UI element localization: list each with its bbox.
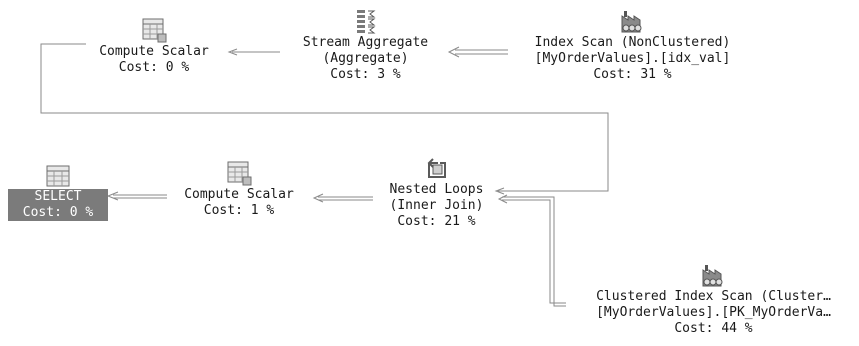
node-cost: Cost: 0 % xyxy=(8,205,108,221)
node-cost: Cost: 21 % xyxy=(397,214,476,229)
node-label: Nested Loops xyxy=(389,182,484,197)
select-icon xyxy=(46,165,70,187)
node-cost: Cost: 1 % xyxy=(203,203,275,218)
nested-loops-icon xyxy=(427,158,446,178)
node-clustered-index-scan[interactable]: Clustered Index Scan (Cluster… [MyOrderV… xyxy=(568,262,859,337)
node-select[interactable]: SELECT Cost: 0 % xyxy=(8,164,108,221)
node-label: Clustered Index Scan (Cluster… xyxy=(596,289,831,304)
node-compute-scalar-bottom[interactable]: Compute Scalar Cost: 1 % xyxy=(169,160,309,219)
node-index-scan[interactable]: Index Scan (NonClustered) [MyOrderValues… xyxy=(510,8,755,83)
arrow-compute-scalar-to-select xyxy=(106,191,167,201)
node-cost: Cost: 44 % xyxy=(674,321,753,336)
node-stream-aggregate[interactable]: Stream Aggregate (Aggregate) Cost: 3 % xyxy=(288,8,443,83)
clustered-index-scan-icon xyxy=(702,265,722,287)
node-compute-scalar-top[interactable]: Compute Scalar Cost: 0 % xyxy=(84,17,224,76)
compute-scalar-icon xyxy=(142,18,167,43)
node-label: Stream Aggregate xyxy=(302,35,429,50)
node-cost: Cost: 3 % xyxy=(330,67,401,82)
node-nested-loops[interactable]: Nested Loops (Inner Join) Cost: 21 % xyxy=(374,153,499,230)
node-sublabel: (Aggregate) xyxy=(322,51,409,66)
node-label: Index Scan (NonClustered) xyxy=(534,35,731,50)
node-sublabel: [MyOrderValues].[idx_val] xyxy=(534,51,731,66)
node-label: SELECT xyxy=(8,189,108,205)
arrow-clustered-scan-to-nested-loops xyxy=(497,194,566,307)
stream-aggregate-icon xyxy=(356,10,375,34)
node-label: Compute Scalar xyxy=(184,187,294,202)
index-scan-icon xyxy=(621,11,641,33)
node-cost: Cost: 0 % xyxy=(118,60,190,75)
node-sublabel: (Inner Join) xyxy=(389,198,484,213)
node-sublabel: [MyOrderValues].[PK_MyOrderVa… xyxy=(596,305,831,320)
arrow-stream-aggregate-to-compute-scalar xyxy=(227,48,280,56)
arrow-index-scan-to-stream-aggregate xyxy=(447,46,508,58)
connector-compute-scalar-to-nested-loops xyxy=(40,43,609,195)
arrow-nested-loops-to-compute-scalar xyxy=(312,193,373,203)
compute-scalar-icon xyxy=(227,161,252,186)
node-cost: Cost: 31 % xyxy=(593,67,672,82)
node-label: Compute Scalar xyxy=(99,44,209,59)
